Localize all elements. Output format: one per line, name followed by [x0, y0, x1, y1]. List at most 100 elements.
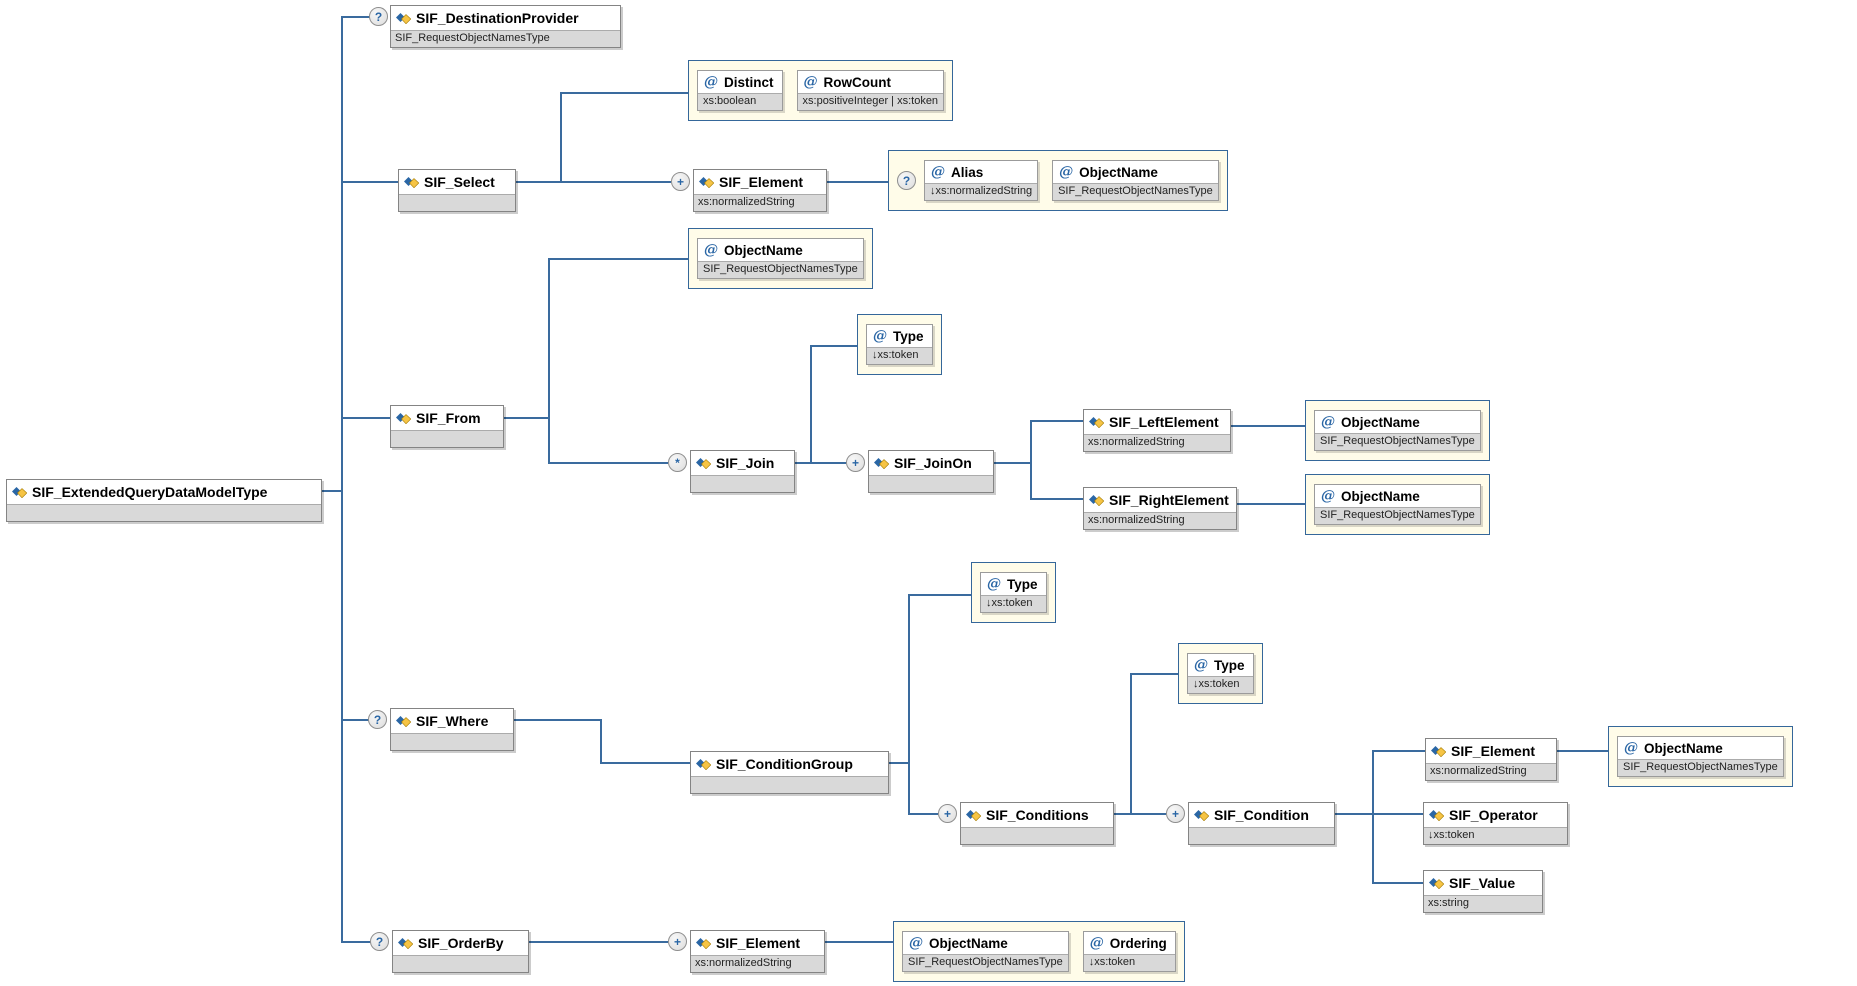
attribute-name-label: Type: [1214, 657, 1245, 673]
complex-element-icon: [1431, 745, 1446, 757]
attribute-title-row: @ObjectName: [1315, 485, 1480, 507]
connector-line: [512, 719, 600, 721]
element-node-orderby[interactable]: SIF_OrderBy: [392, 930, 529, 973]
complex-element-icon: [696, 937, 711, 949]
complex-element-icon: [874, 457, 889, 469]
complex-element-icon: [696, 758, 711, 770]
element-node-sel_element[interactable]: SIF_Element xs:normalizedString: [693, 169, 827, 212]
node-title-row: SIF_Element: [1426, 739, 1556, 763]
connector-line: [992, 462, 1030, 464]
element-node-conditions[interactable]: SIF_Conditions: [960, 802, 1114, 845]
connector-line: [600, 762, 690, 764]
node-title-label: SIF_Value: [1449, 875, 1516, 891]
node-title-row: SIF_Element: [691, 931, 824, 955]
attribute-type-label: SIF_RequestObjectNamesType: [903, 954, 1068, 971]
attribute-title-row: @RowCount: [798, 71, 944, 93]
attribute-box-type[interactable]: @Type↓xs:token: [1187, 653, 1254, 694]
occurrence-badge: +: [938, 804, 957, 823]
node-type-label: [869, 475, 993, 492]
connector-line: [548, 258, 550, 463]
complex-element-icon: [12, 486, 27, 498]
node-title-label: SIF_Select: [424, 174, 495, 190]
node-title-label: SIF_OrderBy: [418, 935, 504, 951]
element-node-where[interactable]: SIF_Where: [390, 708, 514, 751]
complex-element-icon: [699, 176, 714, 188]
element-node-select[interactable]: SIF_Select: [398, 169, 516, 212]
attribute-type-label: SIF_RequestObjectNamesType: [1315, 507, 1480, 524]
connector-line: [527, 941, 668, 943]
element-node-condition[interactable]: SIF_Condition: [1188, 802, 1335, 845]
element-node-from[interactable]: SIF_From: [390, 405, 504, 448]
connector-line: [1030, 498, 1083, 500]
attribute-title-row: @ObjectName: [698, 239, 863, 261]
node-type-label: [691, 475, 794, 492]
connector-line: [1555, 750, 1608, 752]
node-type-label: xs:normalizedString: [694, 194, 826, 211]
connector-line: [1130, 813, 1166, 815]
attribute-box-type[interactable]: @Type↓xs:token: [866, 324, 933, 365]
attribute-box-alias[interactable]: @Alias↓xs:normalizedString: [924, 160, 1039, 201]
connector-line: [1130, 673, 1132, 814]
complex-element-icon: [1429, 877, 1444, 889]
connector-line: [1112, 813, 1130, 815]
complex-element-icon: [404, 176, 419, 188]
attribute-name-label: Type: [893, 328, 924, 344]
at-sign-icon: @: [1321, 488, 1335, 504]
at-sign-icon: @: [1321, 414, 1335, 430]
connector-line: [320, 490, 341, 492]
connector-line: [341, 16, 370, 18]
node-title-label: SIF_Element: [719, 174, 804, 190]
node-title-row: SIF_LeftElement: [1084, 410, 1230, 434]
occurrence-badge: ?: [369, 7, 388, 26]
attribute-type-label: SIF_RequestObjectNamesType: [1053, 183, 1218, 200]
connector-line: [908, 594, 971, 596]
attribute-title-row: @Type: [981, 573, 1046, 595]
at-sign-icon: @: [803, 74, 818, 90]
complex-element-icon: [696, 457, 711, 469]
attribute-type-label: SIF_RequestObjectNamesType: [1315, 433, 1480, 450]
element-node-condgroup[interactable]: SIF_ConditionGroup: [690, 751, 889, 794]
attribute-box-type[interactable]: @Type↓xs:token: [980, 572, 1047, 613]
node-type-label: [393, 955, 528, 972]
occurrence-badge: ?: [370, 932, 389, 951]
connector-line: [1372, 882, 1423, 884]
connector-line: [341, 941, 371, 943]
node-title-label: SIF_DestinationProvider: [416, 10, 579, 26]
attribute-type-label: ↓xs:token: [1083, 954, 1175, 971]
element-node-join[interactable]: SIF_Join: [690, 450, 795, 493]
connector-line: [1333, 813, 1372, 815]
element-node-operator[interactable]: SIF_Operator↓xs:token: [1423, 802, 1568, 845]
at-sign-icon: @: [1089, 935, 1104, 951]
node-type-label: [391, 733, 513, 750]
connector-line: [1372, 750, 1425, 752]
occurrence-badge: +: [846, 453, 865, 472]
attribute-title-row: @Type: [867, 325, 932, 347]
node-title-label: SIF_Conditions: [986, 807, 1089, 823]
occurrence-badge: +: [1166, 804, 1185, 823]
attribute-title-row: @ObjectName: [1618, 737, 1783, 759]
node-type-label: [7, 504, 321, 521]
attribute-box-ordering[interactable]: @Ordering↓xs:token: [1082, 931, 1176, 972]
element-node-joinon[interactable]: SIF_JoinOn: [868, 450, 994, 493]
attribute-title-row: @ObjectName: [1315, 411, 1480, 433]
occurrence-badge: ?: [368, 710, 387, 729]
element-node-root[interactable]: SIF_ExtendedQueryDataModelType: [6, 479, 322, 522]
attribute-title-row: @Type: [1188, 654, 1253, 676]
